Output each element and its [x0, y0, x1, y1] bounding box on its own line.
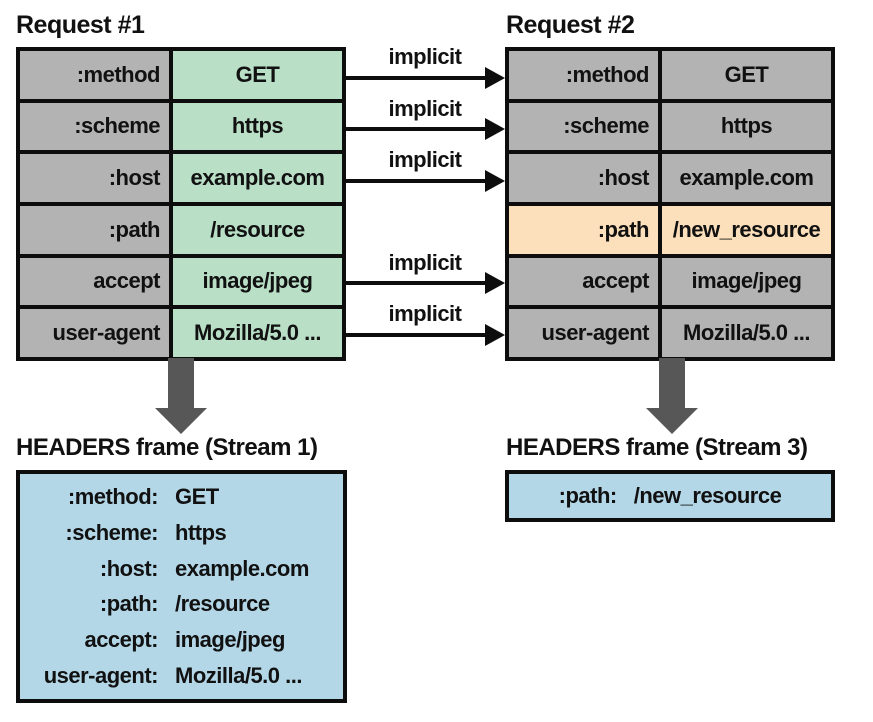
frame-entry: :host: example.com: [20, 556, 343, 582]
frame-entry: accept: image/jpeg: [20, 627, 343, 653]
header-name-cell: :scheme: [20, 102, 169, 151]
frame-entry: user-agent: Mozilla/5.0 ...: [20, 663, 343, 689]
arrow-line: [345, 127, 491, 131]
frame-entry-name: :host:: [99, 555, 159, 581]
header-value-cell: Mozilla/5.0 ...: [662, 309, 831, 357]
down-arrow-shaft: [168, 358, 194, 408]
header-name-cell: :path: [20, 206, 169, 254]
header-value-cell: Mozilla/5.0 ...: [173, 309, 342, 357]
implicit-label: implicit: [388, 96, 462, 121]
arrow-line: [345, 281, 491, 285]
arrow-line: [345, 333, 491, 337]
header-value-cell: image/jpeg: [173, 257, 342, 306]
frame1-box: :method: GET :scheme: https :host: example.…: [16, 470, 347, 703]
header-name-cell: :host: [509, 154, 658, 202]
frame-entry: :scheme: https: [20, 520, 343, 546]
request1-table: :method GET :scheme https :host example.…: [16, 47, 346, 361]
header-value-cell-highlighted: /new_resource: [662, 206, 831, 254]
down-arrow-shaft: [659, 358, 685, 408]
implicit-arrow: [345, 272, 505, 294]
frame-entry-value: example.com: [175, 555, 309, 581]
frame-entry-value: /resource: [175, 591, 270, 617]
request1-title: Request #1: [16, 11, 145, 39]
frame-entry-name: :method:: [67, 483, 159, 509]
arrow-head-icon: [485, 324, 505, 346]
implicit-label: implicit: [388, 44, 462, 69]
frame-entry-value: image/jpeg: [175, 627, 285, 653]
frame2-label: HEADERS frame (Stream 3): [506, 434, 808, 461]
arrow-line: [345, 179, 491, 183]
frame-entry-value: GET: [175, 483, 219, 509]
arrow-head-icon: [485, 118, 505, 140]
frame-entry-value: https: [175, 519, 227, 545]
header-value-cell: /resource: [173, 206, 342, 254]
frame1-label: HEADERS frame (Stream 1): [16, 434, 318, 461]
down-arrow-head: [155, 408, 207, 434]
implicit-arrow: [345, 118, 505, 140]
implicit-arrow: [345, 170, 505, 192]
implicit-label: implicit: [388, 147, 462, 172]
header-name-cell: :method: [20, 51, 169, 99]
down-arrow-head: [646, 408, 698, 434]
arrow-head-icon: [485, 67, 505, 89]
header-value-cell: https: [173, 102, 342, 151]
implicit-label: implicit: [388, 301, 462, 326]
frame-entry-value: /new_resource: [633, 483, 782, 508]
frame-entry: :path: /new_resource: [509, 483, 831, 509]
frame-entry-name: :path:: [558, 483, 618, 508]
header-value-cell: example.com: [662, 154, 831, 202]
frame-entry-name: user-agent:: [43, 663, 159, 689]
header-value-cell: example.com: [173, 154, 342, 202]
frame-entry-name: accept:: [84, 627, 158, 653]
header-value-cell: https: [662, 102, 831, 151]
header-name-cell: accept: [509, 257, 658, 306]
header-value-cell: GET: [173, 51, 342, 99]
request2-table: :method GET :scheme https :host example.…: [505, 47, 835, 361]
frame-entry: :method: GET: [20, 484, 343, 510]
implicit-label: implicit: [388, 250, 462, 275]
header-value-cell: GET: [662, 51, 831, 99]
arrow-head-icon: [485, 272, 505, 294]
header-name-cell: :host: [20, 154, 169, 202]
implicit-arrow: [345, 324, 505, 346]
header-name-cell: accept: [20, 257, 169, 306]
frame-entry-value: Mozilla/5.0 ...: [175, 663, 302, 689]
header-name-cell: user-agent: [509, 309, 658, 357]
arrow-head-icon: [485, 170, 505, 192]
header-name-cell-highlighted: :path: [509, 206, 658, 254]
header-value-cell: image/jpeg: [662, 257, 831, 306]
implicit-arrow: [345, 67, 505, 89]
header-name-cell: user-agent: [20, 309, 169, 357]
header-name-cell: :method: [509, 51, 658, 99]
arrow-line: [345, 76, 491, 80]
frame-entry-name: :scheme:: [65, 519, 158, 545]
header-name-cell: :scheme: [509, 102, 658, 151]
request2-title: Request #2: [506, 11, 635, 39]
frame2-box: :path: /new_resource: [505, 470, 835, 522]
frame-entry: :path: /resource: [20, 591, 343, 617]
frame-entry-name: :path:: [99, 591, 159, 617]
